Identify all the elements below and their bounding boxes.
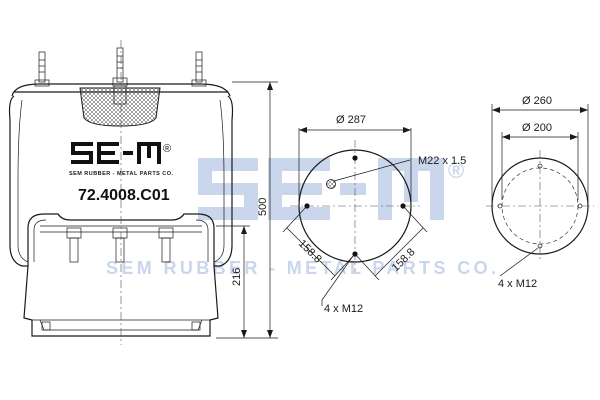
logo-company-small: SEM RUBBER - METAL PARTS CO. <box>69 171 173 177</box>
thread-center-label: M22 x 1.5 <box>418 155 466 167</box>
height-total-label: 500 <box>257 198 269 216</box>
top-plate-circle <box>298 149 412 263</box>
bottom-bolts-label: 4 x M12 <box>498 278 537 290</box>
height-dimensions: 500 216 <box>216 81 278 339</box>
top-bolt-hole <box>352 155 358 161</box>
air-spring-side-view <box>8 40 234 345</box>
bottom-inner-diameter-label: Ø 200 <box>522 122 552 134</box>
top-plate-diameter-label: Ø 287 <box>336 114 366 126</box>
brand-logo <box>71 142 161 164</box>
watermark-registered-mark: ® <box>448 158 464 183</box>
logo-registered-mark: ® <box>163 143 171 155</box>
bellows-outer <box>8 95 28 267</box>
part-number: 72.4008.C01 <box>78 187 170 204</box>
bottom-piston-view: Ø 260 Ø 200 4 x M12 <box>486 95 594 290</box>
center-thread-hole <box>326 179 336 189</box>
height-lower-label: 216 <box>231 268 243 286</box>
top-plate <box>11 83 231 97</box>
top-studs <box>34 47 207 87</box>
center-insert <box>79 85 161 127</box>
watermark-company: SEM RUBBER - METAL PARTS CO. <box>106 258 496 278</box>
piston-bolts <box>66 227 174 263</box>
bottom-outer-diameter-label: Ø 260 <box>522 95 552 107</box>
top-bolts-label: 4 x M12 <box>324 303 363 315</box>
